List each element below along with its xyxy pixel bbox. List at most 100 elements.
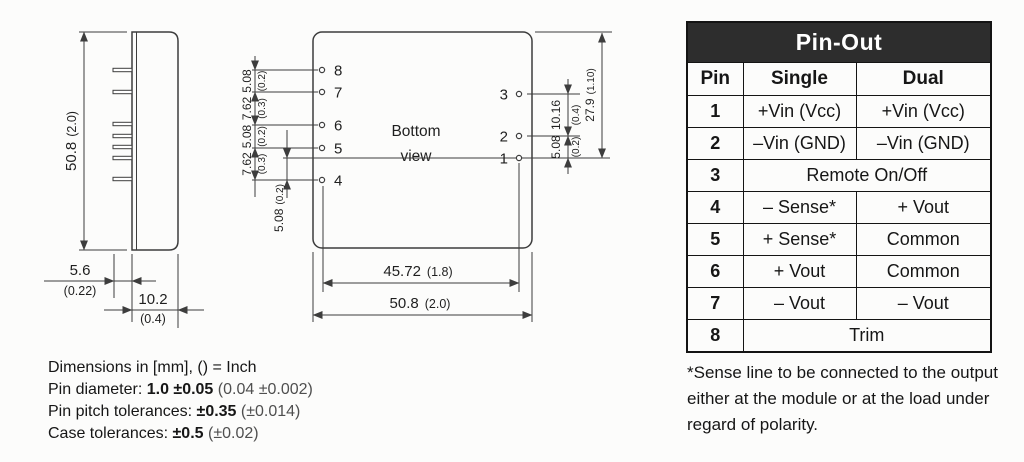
- table-title-row: Pin-Out: [686, 21, 992, 63]
- note-pin-pitch-in: (±0.014): [240, 403, 301, 420]
- dim-left-pitch: 5.08 (0.2) 7.62 (0.3) 5.08 (0.2) 7.62 (0…: [240, 56, 268, 197]
- mechanical-drawing: 50.8(2.0) 5.6 (0.22) 10.2 (0.4) Bottom v…: [44, 31, 612, 328]
- pin-5-label: 5: [334, 141, 342, 158]
- cell-single: + Sense*: [742, 223, 857, 256]
- pin-2-circle: [515, 132, 523, 140]
- pin-1-label: 1: [500, 151, 508, 168]
- dim-case-height: 50.8(2.0): [63, 31, 127, 251]
- footnote-line-1: *Sense line to be connected to the outpu…: [687, 363, 998, 382]
- note-units: Dimensions in [mm], () = Inch: [48, 359, 257, 376]
- cell-single: –Vin (GND): [742, 127, 857, 160]
- cell-single: + Vout: [742, 255, 857, 288]
- cell-pin: 8: [686, 319, 744, 353]
- pin-4-label: 4: [334, 173, 342, 190]
- table-row-pin4: 4 – Sense* + Vout: [686, 191, 992, 224]
- cell-dual: +Vin (Vcc): [855, 95, 992, 128]
- cell-pin: 4: [686, 191, 744, 224]
- dim-case-width: 50.8(2.0): [312, 252, 533, 322]
- pitch-5-4-in: (0.3): [257, 154, 268, 175]
- dim-right-pitch: 10.16 (0.4) 5.08 (0.2): [527, 79, 582, 174]
- pin-6-circle: [318, 121, 326, 129]
- pin-8-label: 8: [334, 63, 342, 80]
- side-view: 50.8(2.0) 5.6 (0.22) 10.2 (0.4): [44, 31, 204, 328]
- pin-5-circle: [318, 144, 326, 152]
- pin-6-label: 6: [334, 118, 342, 135]
- cell-single: – Sense*: [742, 191, 857, 224]
- table-row-pin1: 1 +Vin (Vcc) +Vin (Vcc): [686, 95, 992, 128]
- cell-pin: 2: [686, 127, 744, 160]
- dim-pin-length-in: (0.22): [64, 284, 97, 298]
- pin-8-circle: [318, 66, 326, 74]
- cell-span: Remote On/Off: [742, 159, 992, 192]
- pin-2-label: 2: [500, 129, 508, 146]
- dim-case-height-label: 50.8(2.0): [63, 111, 80, 171]
- side-pins: [112, 67, 133, 182]
- note-pin-pitch: Pin pitch tolerances: ±0.35 (±0.014): [48, 401, 313, 423]
- footnote-line-3: regard of polarity.: [687, 415, 819, 434]
- pin-7-label: 7: [334, 85, 342, 102]
- pitch-6-5-in: (0.2): [257, 126, 268, 147]
- table-header-row: Pin Single Dual: [686, 62, 992, 96]
- note-case-tolerance-mm: ±0.5: [172, 425, 204, 442]
- left-pins: 8 7 6 5 4: [318, 63, 342, 190]
- table-title: Pin-Out: [686, 21, 992, 63]
- table-row-pin6: 6 + Vout Common: [686, 255, 992, 288]
- dim-case-depth-mm: 10.2: [138, 291, 167, 308]
- dim-pin-length-mm: 5.6: [70, 262, 91, 279]
- cell-dual: Common: [855, 223, 992, 256]
- dim-pin4-offset-label: 5.08(0.2): [272, 184, 286, 232]
- dim-case-depth-in: (0.4): [140, 312, 166, 326]
- sense-footnote: *Sense line to be connected to the outpu…: [687, 360, 998, 438]
- pitch-7-6-in: (0.3): [257, 98, 268, 119]
- pin-7-circle: [318, 88, 326, 96]
- cell-dual: Common: [855, 255, 992, 288]
- col-header-single: Single: [742, 62, 857, 96]
- bottom-case-outline: [312, 31, 533, 249]
- pin-4-circle: [318, 176, 326, 184]
- note-pin-diameter-label: Pin diameter:: [48, 381, 143, 398]
- dim-pin-span: 45.72(1.8): [322, 163, 520, 292]
- note-pin-diameter-mm: 1.0 ±0.05: [146, 381, 214, 398]
- side-case-outline: [131, 31, 179, 251]
- dim-pin-span-label: 45.72(1.8): [383, 263, 452, 280]
- pitch-6-5-mm: 5.08: [240, 124, 254, 148]
- dim-pin4-offset: 5.08(0.2): [272, 130, 291, 232]
- cell-dual: – Vout: [855, 287, 992, 320]
- pitch-3-2-mm: 10.16: [549, 100, 563, 130]
- cell-single: – Vout: [742, 287, 857, 320]
- note-pin-pitch-mm: ±0.35: [196, 403, 237, 420]
- pinout-table: Pin-Out Pin Single Dual 1 +Vin (Vcc) +Vi…: [686, 21, 993, 353]
- bottom-view-caption-1: Bottom: [391, 123, 440, 140]
- dim-case-width-label: 50.8(2.0): [390, 295, 451, 312]
- pin-1-circle: [515, 154, 523, 162]
- note-pin-diameter-in: (0.04 ±0.002): [217, 381, 313, 398]
- footnote-line-2: either at the module or at the load unde…: [687, 389, 990, 408]
- cell-pin: 7: [686, 287, 744, 320]
- table-row-pin8: 8 Trim: [686, 319, 992, 353]
- pitch-8-7-in: (0.2): [257, 71, 268, 92]
- dim-pin-length: 5.6 (0.22): [44, 254, 156, 322]
- cell-pin: 3: [686, 159, 744, 192]
- dim-case-depth: 10.2 (0.4): [104, 254, 204, 328]
- cell-single: +Vin (Vcc): [742, 95, 857, 128]
- pitch-2-1-in: (0.2): [571, 137, 582, 158]
- pitch-3-2-in: (0.4): [571, 105, 582, 126]
- dim-top-to-pin1: 27.9(1.10): [535, 31, 612, 159]
- bottom-view-caption-2: view: [400, 148, 432, 165]
- right-pins: 3 2 1: [500, 87, 523, 168]
- pitch-7-6-mm: 7.62: [240, 96, 254, 120]
- pitch-2-1-mm: 5.08: [549, 135, 563, 159]
- cell-dual: –Vin (GND): [855, 127, 992, 160]
- table-row-pin7: 7 – Vout – Vout: [686, 287, 992, 320]
- cell-pin: 5: [686, 223, 744, 256]
- note-pin-diameter: Pin diameter: 1.0 ±0.05 (0.04 ±0.002): [48, 379, 313, 401]
- pin-3-label: 3: [500, 87, 508, 104]
- col-header-dual: Dual: [855, 62, 992, 96]
- cell-dual: + Vout: [855, 191, 992, 224]
- note-case-tolerance-label: Case tolerances:: [48, 425, 169, 442]
- col-header-pin: Pin: [686, 62, 744, 96]
- pitch-5-4-mm: 7.62: [240, 152, 254, 176]
- pitch-8-7-mm: 5.08: [240, 69, 254, 93]
- cell-pin: 6: [686, 255, 744, 288]
- bottom-view: Bottom view 8 7 6 5 4: [240, 31, 612, 322]
